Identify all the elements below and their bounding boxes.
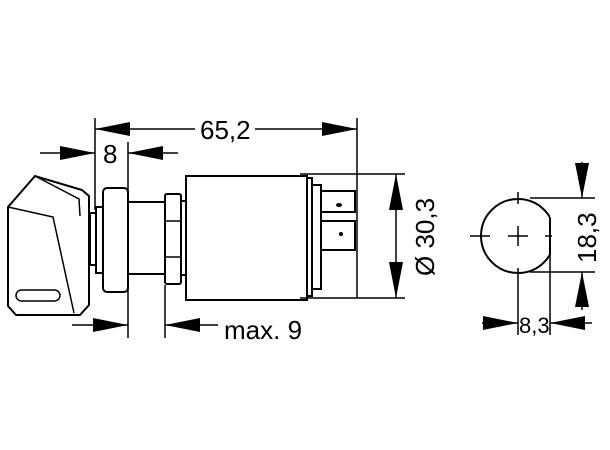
dimension-panel-thickness: max. 9 — [72, 315, 302, 345]
dimension-knob-offset: 8 — [40, 139, 178, 169]
cutout-flat-label: 8,3 — [519, 313, 550, 338]
centerlines — [470, 192, 552, 246]
terminal-lower — [320, 220, 356, 251]
flange-washer — [95, 206, 104, 274]
panel-cutout — [470, 192, 595, 335]
switch-body — [185, 175, 308, 301]
knob-offset-label: 8 — [103, 139, 117, 169]
cutout-height-label: 18,3 — [572, 212, 602, 263]
hex-nut — [164, 193, 182, 285]
threaded-shaft — [127, 201, 166, 275]
dimension-cutout-height: 18,3 — [572, 162, 602, 310]
terminal-base — [311, 184, 322, 290]
diameter-label: Ø 30,3 — [410, 198, 440, 276]
rotary-knob — [7, 174, 90, 316]
dimension-overall-length: 65,2 — [95, 115, 357, 145]
dimension-diameter: Ø 30,3 — [389, 174, 440, 298]
flange — [102, 187, 129, 293]
panel-thickness-label: max. 9 — [224, 315, 302, 345]
dimension-cutout-flat: 8,3 — [482, 313, 592, 338]
overall-length-label: 65,2 — [200, 115, 251, 145]
terminal-upper — [320, 190, 356, 213]
extension-lines — [94, 118, 405, 338]
